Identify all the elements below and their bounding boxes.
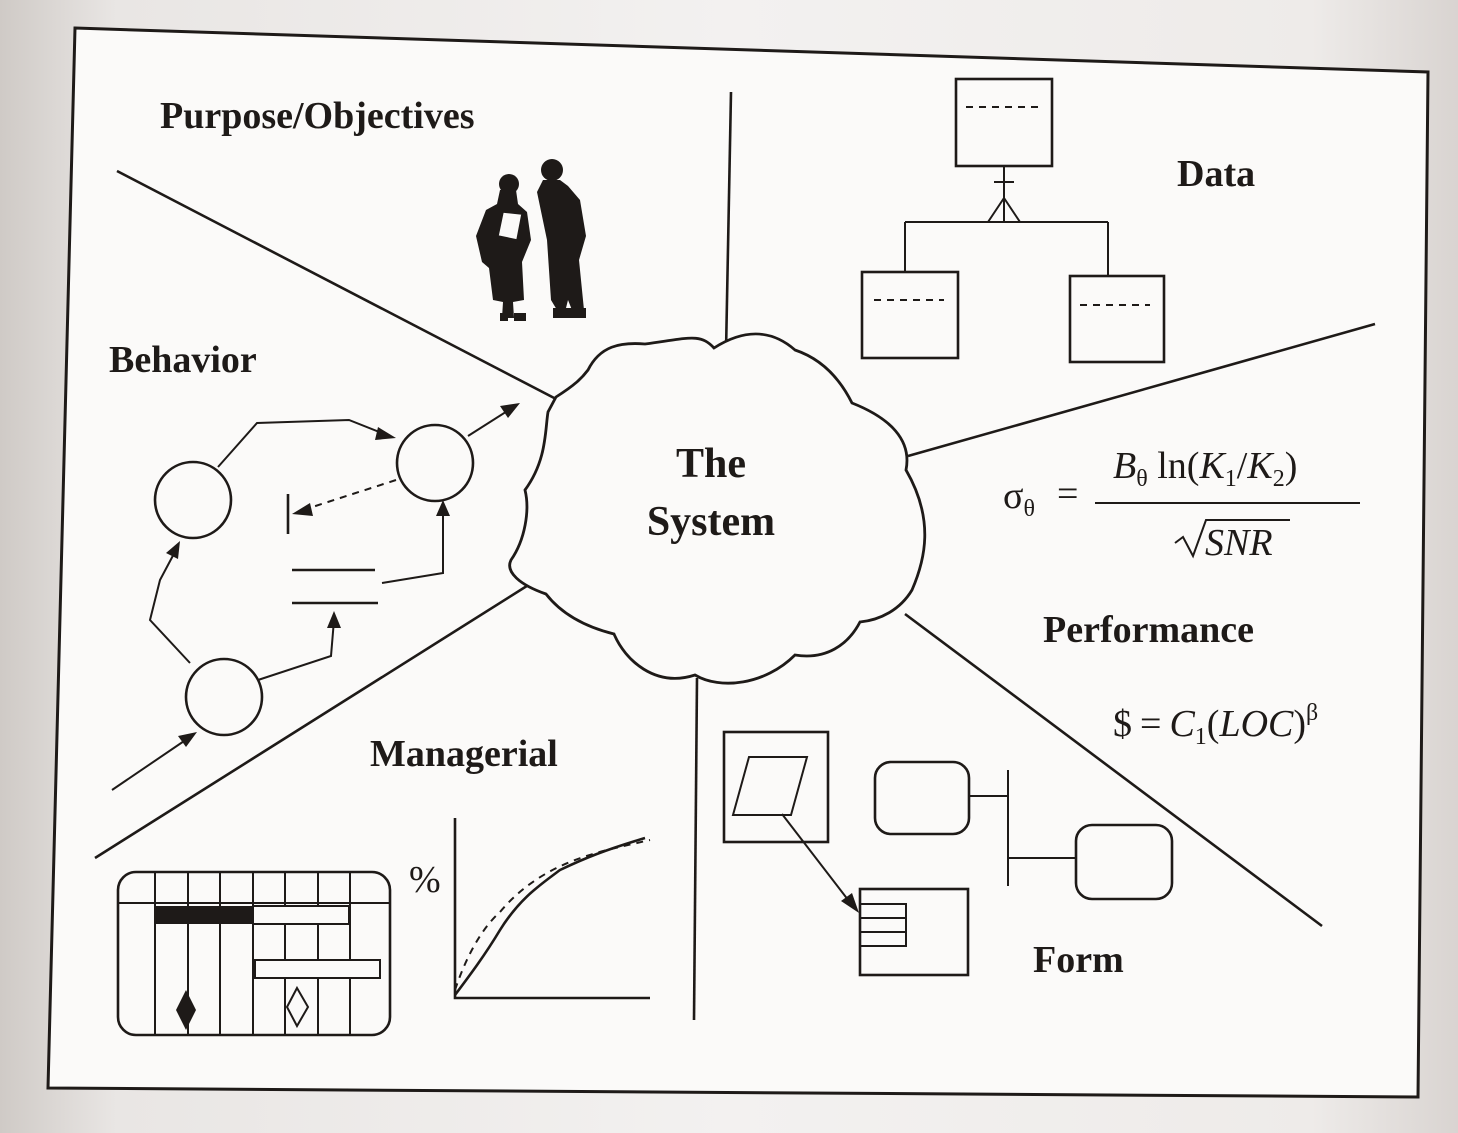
state-circle <box>395 423 475 503</box>
svg-text:SNR: SNR <box>1205 522 1273 564</box>
svg-text:$=C1(LOC)β: $=C1(LOC)β <box>1113 700 1318 750</box>
center-label-line2: System <box>647 499 775 545</box>
performance-label: Performance <box>1043 609 1254 651</box>
form-layout-diagram <box>722 730 1174 977</box>
performance-formula-sigma: σθ = Bθ ln(K1/K2) SNR <box>1003 445 1360 564</box>
gantt-bar-complete <box>155 906 253 924</box>
state-circle <box>184 657 264 737</box>
child-entity-box-left <box>860 270 960 360</box>
system-cloud <box>508 332 927 685</box>
center-label-line1: The <box>676 441 746 487</box>
managerial-label: Managerial <box>370 733 558 775</box>
state-circle <box>153 460 233 540</box>
progress-curve-chart: % <box>409 818 651 1000</box>
gantt-chart-icon <box>116 870 392 1037</box>
svg-text:σθ: σθ <box>1003 475 1035 522</box>
svg-text:Bθ ln(K1/K2): Bθ ln(K1/K2) <box>1113 445 1297 492</box>
performance-formula-cost: $=C1(LOC)β <box>1113 700 1318 750</box>
milestone-filled-icon <box>176 990 196 1030</box>
input-parallelogram <box>731 756 809 816</box>
screen-frame <box>722 730 830 844</box>
svg-text:=: = <box>1057 473 1078 515</box>
gantt-bar <box>254 959 381 979</box>
percent-axis-label: % <box>409 859 441 901</box>
purpose-objectives-label: Purpose/Objectives <box>160 95 475 137</box>
partition-lines <box>94 91 1376 1021</box>
rounded-box <box>1074 823 1174 901</box>
behavior-state-diagram <box>111 403 520 791</box>
milestone-open-icon <box>285 985 310 1029</box>
rounded-box <box>873 760 971 836</box>
gantt-bar <box>252 905 350 925</box>
child-entity-box-right <box>1068 274 1166 364</box>
form-label: Form <box>1033 939 1124 981</box>
behavior-label: Behavior <box>109 339 257 381</box>
data-label: Data <box>1177 153 1255 195</box>
people-silhouette-icon <box>476 159 586 321</box>
data-hierarchy-diagram <box>860 77 1166 364</box>
